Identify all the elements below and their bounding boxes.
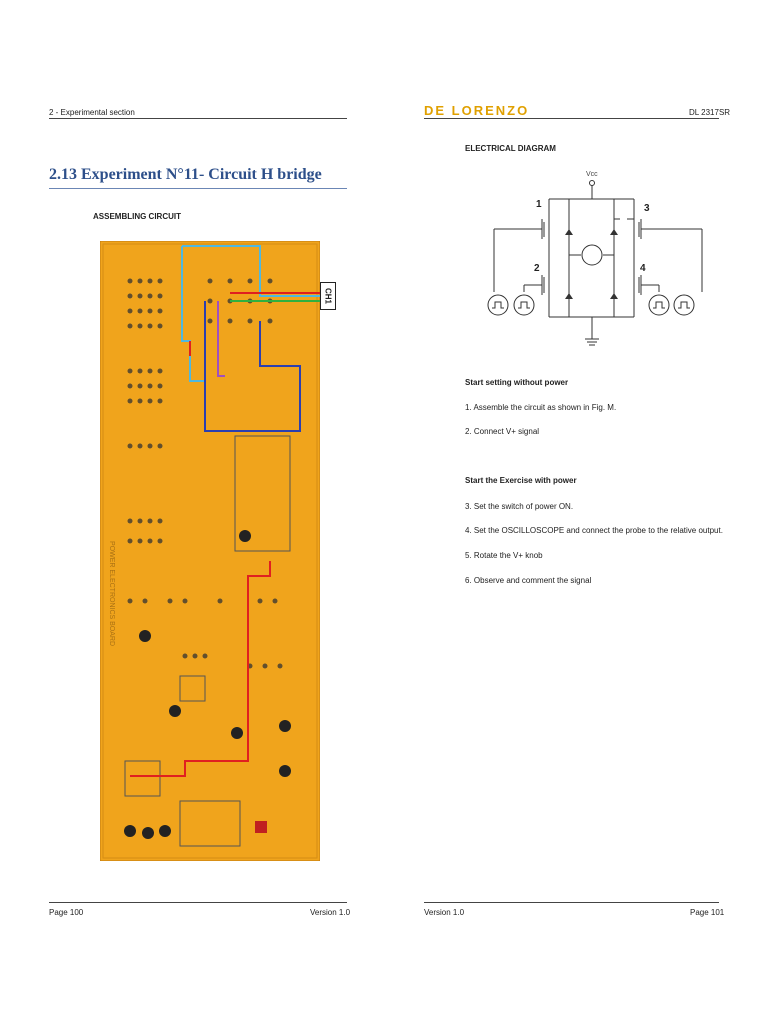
step-6: 6. Observe and comment the signal xyxy=(465,576,592,585)
left-footer-version: Version 1.0 xyxy=(310,908,351,917)
right-header-rule xyxy=(424,118,719,119)
right-footer-page: Page 101 xyxy=(690,908,725,917)
left-footer-rule xyxy=(49,902,347,903)
right-footer-rule xyxy=(424,902,719,903)
ch1-label: CH1 xyxy=(323,287,333,304)
section-title: 2.13 Experiment N°11- Circuit H bridge xyxy=(49,166,322,183)
step-1: 1. Assemble the circuit as shown in Fig.… xyxy=(465,403,617,412)
h-bridge-schematic: Vcc 1 2 3 4 xyxy=(487,171,703,346)
step-4: 4. Set the OSCILLOSCOPE and connect the … xyxy=(465,526,723,535)
ch1-probe-box: CH1 xyxy=(320,282,336,310)
transistor-2-label: 2 xyxy=(534,263,540,274)
setting-heading: Start setting without power xyxy=(465,378,569,387)
transistor-1-label: 1 xyxy=(536,199,542,210)
step-3: 3. Set the switch of power ON. xyxy=(465,502,574,511)
left-header-section: 2 - Experimental section xyxy=(49,108,135,117)
step-5: 5. Rotate the V+ knob xyxy=(465,551,543,560)
power-electronics-board-image: POWER ELECTRONICS BOARD xyxy=(100,241,320,861)
left-header-rule xyxy=(49,118,347,119)
transistor-4-label: 4 xyxy=(640,263,646,274)
svg-text:POWER ELECTRONICS BOARD: POWER ELECTRONICS BOARD xyxy=(108,541,115,646)
right-footer-version: Version 1.0 xyxy=(424,908,465,917)
right-header-code: DL 2317SR xyxy=(689,108,731,117)
exercise-heading: Start the Exercise with power xyxy=(465,476,577,485)
left-footer-page: Page 100 xyxy=(49,908,84,917)
assembling-subtitle: ASSEMBLING CIRCUIT xyxy=(93,212,181,221)
de-lorenzo-logo: DE LORENZO xyxy=(424,103,530,118)
transistor-3-label: 3 xyxy=(644,203,650,214)
section-title-rule xyxy=(49,188,347,189)
vcc-label: Vcc xyxy=(586,171,598,178)
electrical-diagram-title: ELECTRICAL DIAGRAM xyxy=(465,144,556,153)
step-2: 2. Connect V+ signal xyxy=(465,427,540,436)
